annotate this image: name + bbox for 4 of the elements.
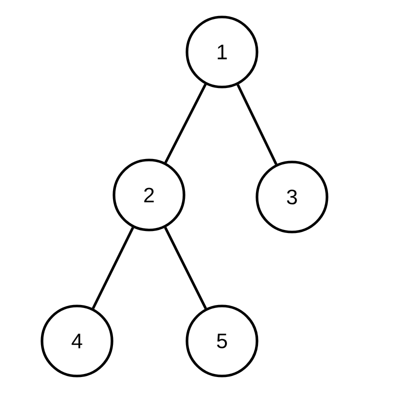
edge-line xyxy=(236,84,278,165)
edge-line xyxy=(164,84,207,164)
edge-line xyxy=(164,226,207,310)
edge-line xyxy=(92,226,134,310)
